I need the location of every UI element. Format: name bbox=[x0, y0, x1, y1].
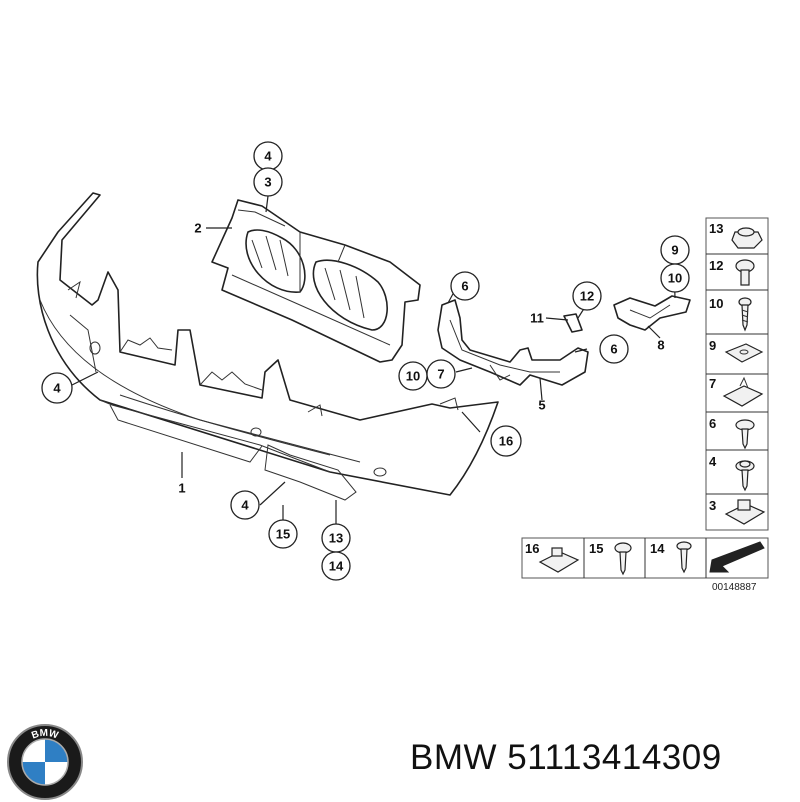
svg-text:16: 16 bbox=[499, 434, 513, 449]
legend-num-6: 6 bbox=[709, 416, 716, 431]
diagram-arrow-icon bbox=[709, 541, 765, 573]
callout-6-upper: 6 bbox=[450, 271, 480, 301]
svg-text:14: 14 bbox=[329, 559, 344, 574]
callout-10-a: 10 bbox=[398, 361, 428, 391]
clip-nut-3-icon bbox=[724, 499, 766, 525]
clip-9-icon bbox=[724, 343, 764, 363]
bracket-8 bbox=[613, 295, 691, 331]
clip-7-icon bbox=[722, 376, 764, 407]
callout-14: 14 bbox=[321, 551, 351, 581]
svg-text:6: 6 bbox=[610, 342, 617, 357]
legend-num-7: 7 bbox=[709, 376, 716, 391]
screw-10-icon bbox=[738, 297, 752, 332]
svg-text:4: 4 bbox=[53, 381, 61, 396]
svg-text:15: 15 bbox=[276, 527, 290, 542]
screw-14-icon bbox=[676, 541, 692, 574]
bracket-5 bbox=[437, 299, 589, 386]
label-1: 1 bbox=[178, 481, 185, 496]
legend-num-14: 14 bbox=[650, 541, 665, 556]
callout-7: 7 bbox=[426, 359, 456, 389]
diagram-id: 00148887 bbox=[712, 582, 757, 593]
label-8: 8 bbox=[657, 338, 664, 353]
part-number-caption: BMW 51113414309 bbox=[410, 738, 722, 777]
clip-11 bbox=[563, 313, 583, 333]
legend-num-15: 15 bbox=[589, 541, 603, 556]
svg-text:6: 6 bbox=[461, 279, 468, 294]
svg-text:13: 13 bbox=[329, 531, 343, 546]
legend-num-13: 13 bbox=[709, 221, 723, 236]
hardware-legend-right: 13 12 10 9 7 6 4 3 bbox=[705, 217, 769, 531]
clip-16-icon bbox=[538, 547, 580, 573]
legend-num-10: 10 bbox=[709, 296, 723, 311]
bumper-cover bbox=[36, 192, 499, 501]
svg-text:7: 7 bbox=[437, 367, 444, 382]
leader-lines bbox=[71, 164, 676, 524]
callout-16: 16 bbox=[490, 425, 522, 457]
callout-3: 3 bbox=[253, 167, 283, 197]
label-11: 11 bbox=[530, 311, 544, 326]
svg-text:3: 3 bbox=[264, 175, 271, 190]
callout-4-top: 4 bbox=[253, 141, 283, 171]
clip-nut-13-icon bbox=[731, 227, 763, 249]
callout-15: 15 bbox=[268, 519, 298, 549]
screw-4-icon bbox=[735, 460, 755, 492]
grille-carrier bbox=[211, 199, 421, 363]
callout-6-lower: 6 bbox=[599, 334, 629, 364]
callout-9: 9 bbox=[660, 235, 690, 265]
callout-10-b: 10 bbox=[660, 263, 690, 293]
logo-text: BMW bbox=[30, 728, 60, 742]
label-5: 5 bbox=[538, 398, 545, 413]
svg-text:4: 4 bbox=[264, 149, 272, 164]
svg-text:10: 10 bbox=[406, 369, 420, 384]
callout-4-left: 4 bbox=[41, 372, 73, 404]
callout-13: 13 bbox=[321, 523, 351, 553]
legend-num-16: 16 bbox=[525, 541, 539, 556]
callout-12: 12 bbox=[572, 281, 602, 311]
legend-num-4: 4 bbox=[709, 454, 717, 469]
bmw-logo-icon: BMW bbox=[7, 724, 83, 800]
svg-text:4: 4 bbox=[241, 498, 249, 513]
screw-15-icon bbox=[614, 542, 632, 576]
callout-4-bottom: 4 bbox=[230, 490, 260, 520]
bolt-12-icon bbox=[735, 259, 755, 286]
svg-text:10: 10 bbox=[668, 271, 682, 286]
hardware-legend-bottom: 16 15 14 bbox=[521, 537, 769, 579]
screw-6-icon bbox=[735, 419, 755, 450]
label-2: 2 bbox=[194, 221, 201, 236]
svg-text:9: 9 bbox=[671, 243, 678, 258]
svg-text:12: 12 bbox=[580, 289, 594, 304]
legend-num-12: 12 bbox=[709, 258, 723, 273]
legend-num-9: 9 bbox=[709, 338, 716, 353]
legend-num-3: 3 bbox=[709, 498, 716, 513]
